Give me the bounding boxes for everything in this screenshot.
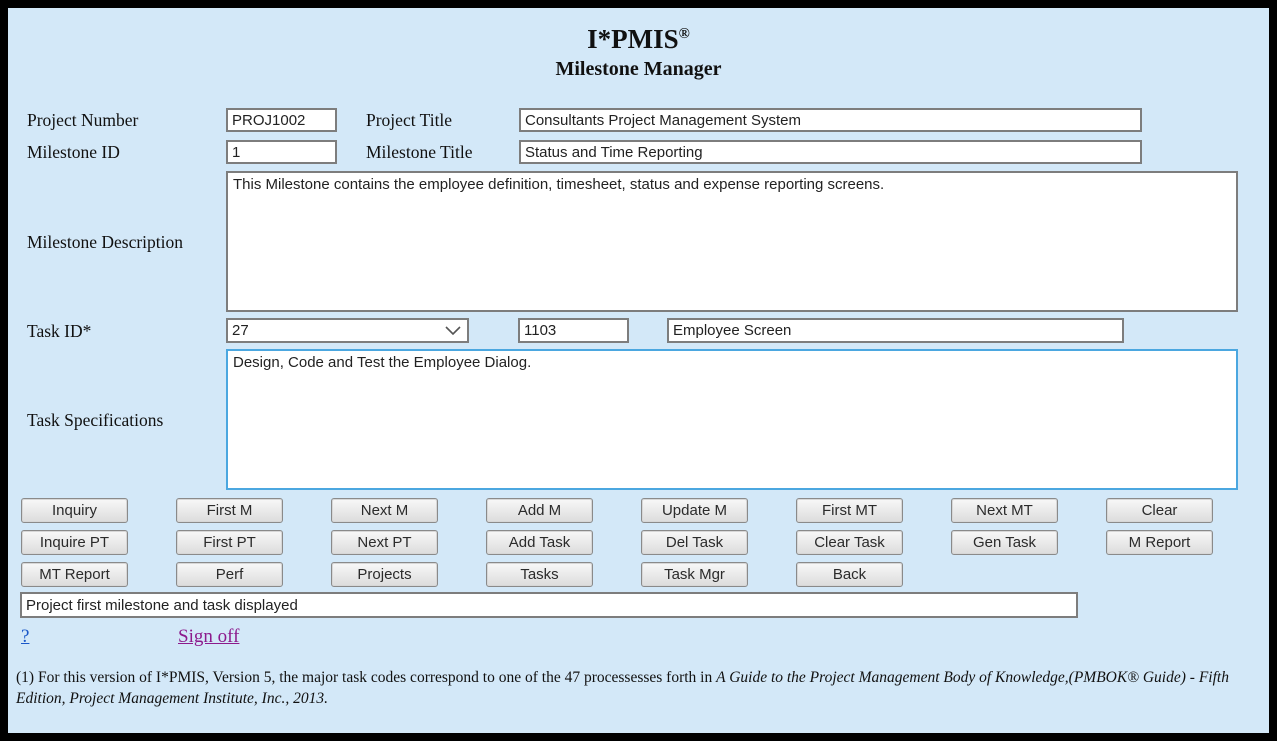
- registered-mark: ®: [678, 26, 690, 42]
- inquire-pt-button[interactable]: Inquire PT: [21, 530, 128, 555]
- task-id-select[interactable]: 27: [226, 318, 469, 343]
- first-mt-button[interactable]: First MT: [796, 498, 903, 523]
- first-m-button[interactable]: First M: [176, 498, 283, 523]
- m-report-button[interactable]: M Report: [1106, 530, 1213, 555]
- task-id-selected-value: 27: [232, 322, 249, 339]
- button-toolbar: Inquiry First M Next M Add M Update M Fi…: [21, 498, 1213, 587]
- task-code-input[interactable]: [518, 318, 629, 343]
- help-link[interactable]: ?: [21, 626, 30, 647]
- milestone-description-label: Milestone Description: [27, 232, 184, 252]
- add-task-button[interactable]: Add Task: [486, 530, 593, 555]
- inquiry-button[interactable]: Inquiry: [21, 498, 128, 523]
- milestone-id-input[interactable]: [226, 140, 337, 164]
- next-m-button[interactable]: Next M: [331, 498, 438, 523]
- pmbok-footnote: (1) For this version of I*PMIS, Version …: [16, 667, 1254, 709]
- chevron-down-icon: [445, 326, 461, 335]
- task-specifications-textarea[interactable]: Design, Code and Test the Employee Dialo…: [226, 349, 1238, 490]
- tasks-button[interactable]: Tasks: [486, 562, 593, 587]
- projects-button[interactable]: Projects: [331, 562, 438, 587]
- clear-task-button[interactable]: Clear Task: [796, 530, 903, 555]
- project-number-input[interactable]: [226, 108, 337, 132]
- clear-button[interactable]: Clear: [1106, 498, 1213, 523]
- next-mt-button[interactable]: Next MT: [951, 498, 1058, 523]
- milestone-title-input[interactable]: [519, 140, 1142, 164]
- update-m-button[interactable]: Update M: [641, 498, 748, 523]
- project-number-label: Project Number: [27, 110, 139, 130]
- milestone-description-textarea[interactable]: This Milestone contains the employee def…: [226, 171, 1238, 312]
- first-pt-button[interactable]: First PT: [176, 530, 283, 555]
- project-title-input[interactable]: [519, 108, 1142, 132]
- milestone-title-label: Milestone Title: [366, 142, 473, 162]
- mt-report-button[interactable]: MT Report: [21, 562, 128, 587]
- project-title-label: Project Title: [366, 110, 453, 130]
- next-pt-button[interactable]: Next PT: [331, 530, 438, 555]
- app-title-text: I*PMIS: [587, 24, 679, 54]
- milestone-manager-window: I*PMIS® Milestone Manager Project Number…: [8, 8, 1269, 733]
- sign-off-link[interactable]: Sign off: [178, 626, 240, 647]
- task-specifications-label: Task Specifications: [27, 410, 164, 430]
- app-header: I*PMIS® Milestone Manager: [8, 18, 1269, 83]
- task-mgr-button[interactable]: Task Mgr: [641, 562, 748, 587]
- footnote-italic-text: A Guide to the Project Management Body o…: [16, 669, 1229, 707]
- add-m-button[interactable]: Add M: [486, 498, 593, 523]
- task-id-label: Task ID*: [27, 321, 92, 341]
- back-button[interactable]: Back: [796, 562, 903, 587]
- milestone-id-label: Milestone ID: [27, 142, 120, 162]
- gen-task-button[interactable]: Gen Task: [951, 530, 1058, 555]
- footnote-regular-text: (1) For this version of I*PMIS, Version …: [16, 669, 717, 686]
- page-title: Milestone Manager: [555, 58, 722, 80]
- del-task-button[interactable]: Del Task: [641, 530, 748, 555]
- status-message-input[interactable]: [20, 592, 1078, 618]
- task-name-input[interactable]: [667, 318, 1124, 343]
- app-title: I*PMIS®: [8, 18, 1269, 55]
- perf-button[interactable]: Perf: [176, 562, 283, 587]
